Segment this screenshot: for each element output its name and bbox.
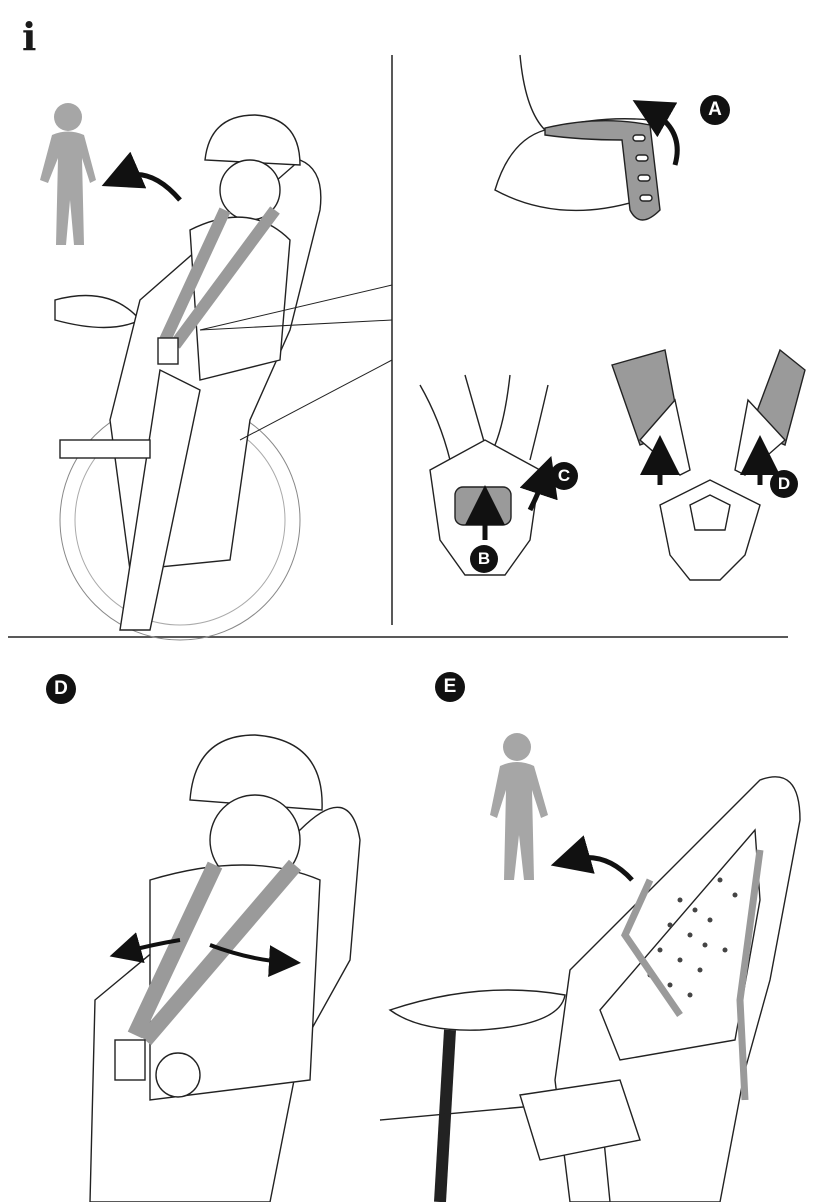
helmet [204, 114, 301, 166]
mount-bracket-e [519, 1079, 641, 1161]
harness-buckle-large [114, 1039, 146, 1081]
lift-arrow-c [519, 456, 558, 512]
foot-strap [544, 119, 661, 221]
luggage-rack [59, 439, 151, 459]
seat-perforation [647, 877, 738, 998]
child-body [189, 216, 291, 381]
loosen-arrow-left [109, 932, 181, 964]
lift-arrow-e [550, 835, 634, 882]
harness-strap-e-left [620, 878, 683, 1017]
step-label-a: A [700, 95, 730, 125]
panel-foot-strap [494, 54, 680, 221]
child-leg [119, 368, 201, 631]
lift-arrow-top [101, 151, 182, 202]
panel-buckle-release [419, 374, 558, 576]
panel-strap-release [611, 348, 806, 581]
step-label-b: B [470, 545, 498, 573]
step-label-c: C [550, 462, 578, 490]
step-label-d-small: D [770, 470, 798, 498]
seat-post-e [434, 1029, 456, 1202]
bike-saddle [54, 294, 142, 329]
panel-seat-overview [40, 103, 393, 641]
harness-strap-left [159, 207, 231, 343]
step-label-e: E [435, 672, 465, 702]
bike-saddle-e [388, 989, 566, 1031]
helmet-large [189, 734, 323, 811]
step-label-d-large: D [46, 674, 76, 704]
info-icon: i [22, 14, 37, 59]
harness-strap-e-right [736, 849, 764, 1101]
harness-strap-right-large [138, 859, 302, 1046]
loosen-arrow-right [209, 943, 301, 978]
child-silhouette-e [490, 733, 548, 880]
harness-strap-left-large [127, 861, 223, 1039]
child-silhouette-top-left [40, 103, 96, 245]
panel-loosen-harness [89, 734, 361, 1202]
harness-strap-right [170, 206, 280, 349]
harness-buckle [157, 337, 179, 365]
strap-up-arrow [632, 100, 680, 166]
panel-empty-seat [379, 733, 801, 1202]
